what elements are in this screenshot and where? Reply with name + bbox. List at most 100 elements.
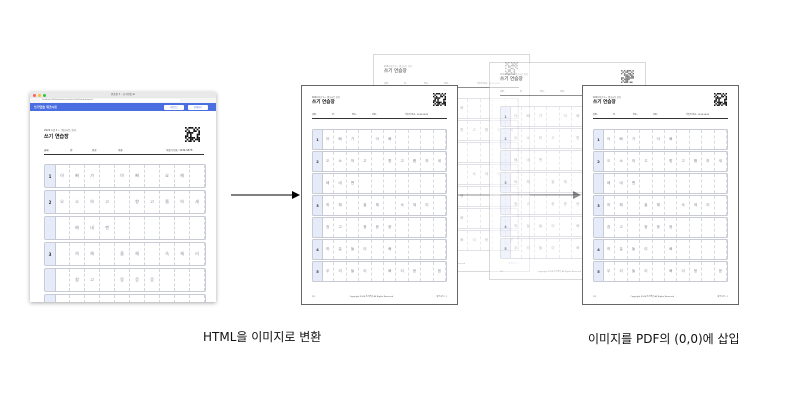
practice-cell: 이 — [359, 262, 372, 281]
practice-cell — [145, 217, 160, 239]
practice-cell: 빠 — [145, 295, 160, 302]
practice-cell — [100, 243, 115, 265]
practice-cell: 숙 — [468, 165, 481, 184]
practice-cell: 네 — [615, 174, 628, 193]
practice-cell: 참 — [510, 195, 523, 214]
practice-cell — [160, 295, 175, 302]
practice-cell: 늘 — [522, 217, 535, 236]
row-number: 5 — [501, 239, 511, 258]
practice-cell — [396, 240, 409, 259]
practice-cell: 하 — [421, 152, 434, 171]
practice-cell — [130, 295, 145, 302]
row-number: 2 — [594, 152, 604, 171]
practice-cell — [715, 174, 728, 193]
practice-cell — [160, 217, 175, 239]
row-number: 1 — [45, 165, 56, 187]
practice-cell — [160, 269, 175, 291]
practice-cell — [665, 196, 678, 215]
practice-cell — [677, 130, 690, 149]
practice-cell: 늘 — [615, 240, 628, 259]
browser-window: 연습장 1 - 쓰기연습.ai localhost:3000/worksheet… — [30, 92, 216, 302]
practice-cell — [421, 262, 434, 281]
page-title: 쓰기 연습장 — [312, 100, 335, 105]
practice-cell — [690, 130, 703, 149]
practice-cell: 이 — [359, 240, 372, 259]
practice-cell — [535, 195, 548, 214]
practice-cell: 아 — [55, 165, 70, 187]
practice-cell: 네 — [85, 217, 100, 239]
practice-cell: 숙 — [677, 196, 690, 215]
minimize-icon[interactable] — [38, 93, 41, 97]
practice-cell: 하 — [603, 240, 616, 259]
practice-cell: 제 — [690, 196, 703, 215]
page-meta: 학습지 번호: 1234-5678 — [477, 83, 500, 85]
url-field[interactable] — [40, 99, 180, 102]
row-number: 2 — [45, 191, 56, 213]
practice-cell: 흐 — [70, 295, 85, 302]
practice-cell: 배 — [322, 174, 335, 193]
practice-cell: 우 — [510, 239, 523, 258]
page-footer-left: 1/1 — [593, 296, 597, 298]
row-number: 2 — [501, 129, 511, 148]
maximize-icon[interactable] — [43, 93, 46, 97]
practice-cell: 리 — [522, 239, 535, 258]
practice-cell — [628, 218, 641, 237]
practice-cell — [421, 240, 434, 259]
practice-cell: 빠 — [665, 130, 678, 149]
practice-cell: 옵 — [190, 295, 205, 302]
url-text: localhost:3000/worksheet/write?id=1&mode… — [42, 99, 93, 101]
practice-cell: 소 — [70, 191, 85, 213]
practice-cell: 참 — [70, 269, 85, 291]
practice-cell — [190, 217, 205, 239]
practice-cell: 응 — [690, 262, 703, 281]
practice-cell: 고 — [640, 152, 653, 171]
practice-cell — [372, 174, 385, 193]
practice-cell — [715, 240, 728, 259]
practice-cell: 소 — [334, 152, 347, 171]
practice-cell: 롭 — [160, 191, 175, 213]
practice-cell: 아 — [560, 107, 573, 126]
row-number — [501, 195, 511, 214]
practice-cell — [384, 196, 397, 215]
practice-cell — [55, 217, 70, 239]
practice-cell — [434, 240, 447, 259]
practice-cell: 고 — [100, 191, 115, 213]
row-number: 5 — [313, 262, 323, 281]
practice-cell: 빠 — [70, 165, 85, 187]
practice-cell: 이 — [547, 239, 560, 258]
page-footer-right: 워크시트 / 1 — [436, 296, 447, 298]
row-number: 2 — [313, 152, 323, 171]
row-number — [313, 218, 323, 237]
page-meta: 날짜: — [312, 114, 317, 116]
practice-cell — [702, 262, 715, 281]
page-meta: 반: — [520, 91, 523, 93]
practice-cell — [130, 217, 145, 239]
practice-cell — [421, 130, 434, 149]
row-number — [594, 218, 604, 237]
page-meta: 반: — [404, 83, 407, 85]
practice-cell: 리 — [702, 196, 715, 215]
practice-cell — [690, 240, 703, 259]
close-icon[interactable] — [33, 93, 36, 97]
practice-cell: 소 — [522, 129, 535, 148]
practice-cell — [653, 240, 666, 259]
practice-cell — [665, 174, 678, 193]
practice-cell — [468, 187, 481, 206]
practice-cell — [409, 240, 422, 259]
print-button[interactable]: 인쇄하기 — [188, 104, 208, 110]
practice-cell: 들 — [347, 240, 360, 259]
download-button[interactable]: 다운로드 — [164, 104, 184, 110]
practice-cell: 고 — [677, 152, 690, 171]
practice-cell: 오 — [322, 152, 335, 171]
caption-html-to-image: HTML을 이미지로 변환 — [203, 330, 322, 344]
practice-cell: 응 — [547, 195, 560, 214]
practice-cell: 가 — [535, 107, 548, 126]
practice-cell: 하 — [70, 243, 85, 265]
practice-cell — [690, 174, 703, 193]
page-meta: 날짜: — [593, 114, 598, 116]
practice-cell: 팬 — [628, 174, 641, 193]
